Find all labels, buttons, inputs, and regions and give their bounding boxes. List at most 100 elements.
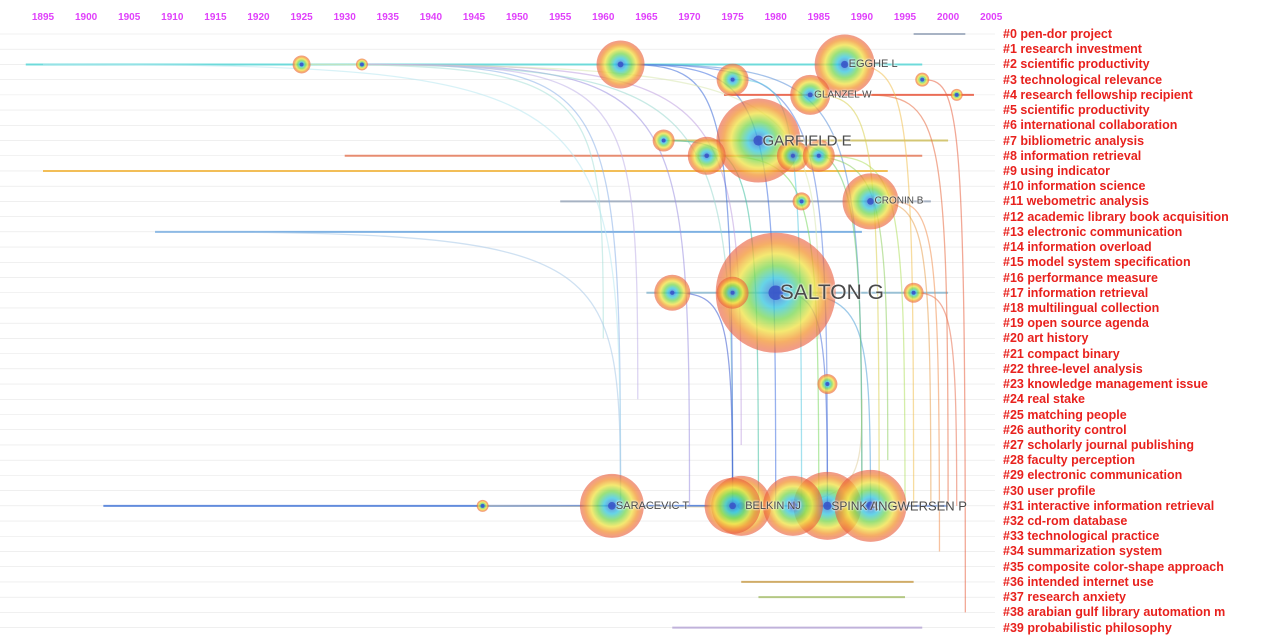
cluster-label-22[interactable]: #22 three-level analysis [1003, 361, 1143, 376]
cluster-label-13[interactable]: #13 electronic communication [1003, 224, 1183, 239]
cluster-label-10[interactable]: #10 information science [1003, 179, 1146, 194]
cluster-label-17[interactable]: #17 information retrieval [1003, 285, 1149, 300]
citation-node-core-22 [729, 502, 736, 510]
cluster-label-8[interactable]: #8 information retrieval [1003, 148, 1142, 163]
cluster-label-3[interactable]: #3 technological relevance [1003, 72, 1163, 87]
cluster-label-18[interactable]: #18 multilingual collection [1003, 300, 1160, 315]
year-tick-1925: 1925 [290, 12, 313, 23]
cluster-label-32[interactable]: #32 cd-rom database [1003, 514, 1128, 529]
year-tick-1975: 1975 [721, 12, 744, 23]
cluster-label-1[interactable]: #1 research investment [1003, 42, 1142, 57]
cluster-label-15[interactable]: #15 model system specification [1003, 255, 1191, 270]
cluster-label-0[interactable]: #0 pen-dor project [1003, 27, 1113, 41]
year-tick-2005: 2005 [980, 12, 1003, 23]
year-tick-1980: 1980 [764, 12, 787, 23]
cluster-label-31[interactable]: #31 interactive information retrieval [1003, 498, 1215, 513]
cluster-label-14[interactable]: #14 information overload [1003, 240, 1152, 255]
year-tick-1990: 1990 [850, 12, 874, 23]
cluster-label-21[interactable]: #21 compact binary [1003, 346, 1120, 361]
year-tick-1995: 1995 [893, 12, 917, 23]
year-tick-1945: 1945 [462, 12, 486, 23]
cluster-label-24[interactable]: #24 real stake [1003, 392, 1086, 407]
node-label-1: GLANZEL W [814, 89, 872, 101]
year-tick-1970: 1970 [678, 12, 701, 23]
cluster-label-33[interactable]: #33 technological practice [1003, 529, 1160, 544]
citation-node-core-3 [867, 198, 874, 205]
citation-node-core-8 [866, 501, 875, 511]
citation-node-core-14 [704, 153, 710, 159]
citation-node-core-19 [730, 290, 735, 295]
cluster-label-25[interactable]: #25 matching people [1003, 407, 1127, 422]
citation-node-core-16 [816, 153, 821, 158]
citation-node-core-1 [807, 92, 813, 98]
citation-node-core-17 [799, 199, 804, 204]
citation-node-core-18 [670, 290, 675, 295]
cluster-label-19[interactable]: #19 open source agenda [1003, 316, 1149, 331]
node-label-4: SALTON G [779, 280, 884, 304]
citation-link-27 [810, 94, 880, 506]
cluster-label-28[interactable]: #28 faculty perception [1003, 453, 1135, 468]
node-label-6: BELKIN NJ [745, 499, 801, 512]
year-tick-1910: 1910 [161, 12, 184, 23]
timeline-canvas [0, 33, 995, 629]
citation-link-19 [861, 94, 949, 506]
citation-node-core-12 [730, 77, 735, 82]
node-label-2: GARFIELD E [762, 132, 852, 150]
node-label-0: EGGHE L [848, 58, 898, 71]
year-tick-1920: 1920 [247, 12, 270, 23]
cluster-label-2[interactable]: #2 scientific productivity [1003, 57, 1150, 72]
cluster-label-36[interactable]: #36 intended internet use [1003, 574, 1154, 589]
node-label-3: CRONIN B [874, 195, 924, 207]
year-tick-1915: 1915 [204, 12, 227, 23]
citation-node-core-2 [753, 135, 764, 146]
year-tick-1895: 1895 [31, 12, 55, 23]
cluster-label-7[interactable]: #7 bibliometric analysis [1003, 133, 1145, 148]
citation-link-28 [887, 200, 941, 552]
year-tick-2000: 2000 [936, 12, 960, 23]
cluster-label-11[interactable]: #11 webometric analysis [1003, 194, 1149, 209]
citation-node-core-21 [825, 382, 830, 387]
cluster-label-37[interactable]: #37 research anxiety [1003, 590, 1127, 605]
citation-link-20 [155, 231, 622, 506]
cluster-label-38[interactable]: #38 arabian gulf library automation m [1003, 605, 1226, 620]
cluster-label-35[interactable]: #35 composite color-shape approach [1003, 559, 1224, 574]
cluster-label-12[interactable]: #12 academic library book acquisition [1003, 209, 1229, 224]
citation-link-22 [361, 63, 639, 400]
citation-link-6 [620, 63, 734, 506]
cluster-label-16[interactable]: #16 performance measure [1003, 270, 1158, 285]
citation-link-8 [620, 63, 829, 506]
citation-node-core-15 [790, 153, 795, 158]
cluster-label-9[interactable]: #9 using indicator [1003, 163, 1110, 178]
node-label-5: SARACEVIC T [615, 499, 690, 512]
citation-node-core-11 [359, 62, 364, 67]
year-tick-1960: 1960 [592, 12, 615, 23]
year-tick-1900: 1900 [74, 12, 98, 23]
year-tick-1905: 1905 [118, 12, 141, 23]
cluster-label-27[interactable]: #27 scholarly journal publishing [1003, 437, 1195, 452]
citation-node-core-5 [608, 501, 616, 510]
year-tick-1985: 1985 [807, 12, 830, 23]
cluster-label-20[interactable]: #20 art history [1003, 331, 1089, 346]
citation-link-1 [361, 63, 691, 506]
citation-node-core-0 [841, 60, 849, 69]
node-label-8: INGWERSEN P [874, 498, 967, 514]
citation-link-4 [301, 63, 604, 339]
citation-node-core-7 [823, 501, 832, 510]
citation-link-18 [913, 292, 958, 506]
citation-node-core-26 [954, 92, 959, 97]
cluster-label-23[interactable]: #23 knowledge management issue [1003, 377, 1208, 392]
cluster-label-29[interactable]: #29 electronic communication [1003, 468, 1183, 483]
citation-link-14 [672, 292, 734, 506]
cluster-label-34[interactable]: #34 summarization system [1003, 544, 1163, 559]
citation-node-core-10 [299, 62, 304, 67]
cluster-label-4[interactable]: #4 research fellowship recipient [1003, 87, 1193, 102]
cluster-label-6[interactable]: #6 international collaboration [1003, 118, 1178, 133]
cluster-label-5[interactable]: #5 scientific productivity [1003, 103, 1150, 118]
citation-node-core-13 [661, 138, 666, 143]
cluster-label-30[interactable]: #30 user profile [1003, 483, 1096, 498]
citation-node-core-25 [920, 77, 925, 82]
cluster-label-39[interactable]: #39 probabilistic philosophy [1003, 620, 1172, 635]
cluster-label-26[interactable]: #26 authority control [1003, 422, 1127, 437]
citation-link-2 [361, 63, 742, 445]
